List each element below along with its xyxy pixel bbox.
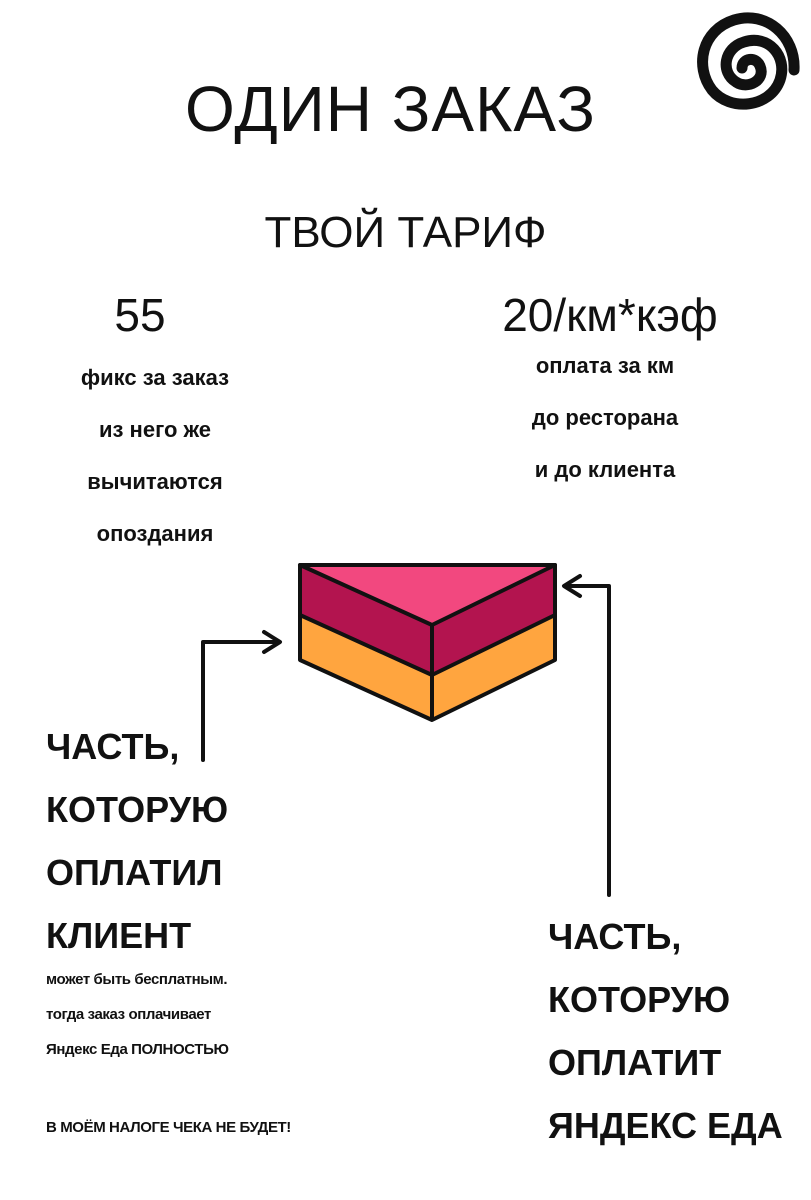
client-arrowhead: [262, 630, 282, 654]
client-note-line: может быть бесплатным.: [46, 971, 228, 988]
yandex-part-line: ЯНДЕКС ЕДА: [548, 1105, 783, 1146]
yandex-arrowhead: [562, 574, 582, 598]
client-part-label: ЧАСТЬ, КОТОРУЮ ОПЛАТИЛ КЛИЕНТ: [46, 715, 228, 967]
fixed-line: опоздания: [96, 521, 214, 546]
fixed-line: фикс за заказ: [80, 365, 230, 390]
fixed-description: фикс за заказ из него же вычитаются опоз…: [20, 352, 290, 560]
middle-layer-crimson: [298, 563, 557, 677]
per-km-line: оплата за км: [535, 353, 675, 378]
tariff-title: ТВОЙ ТАРИФ: [264, 208, 547, 257]
yandex-arrow: [564, 584, 611, 897]
yandex-part-line: ОПЛАТИТ: [548, 1042, 722, 1083]
client-note-line: Яндекс Еда ПОЛНОСТЬЮ: [46, 1041, 229, 1058]
tax-warning: В МОЁМ НАЛОГЕ ЧЕКА НЕ БУДЕТ!: [46, 1119, 291, 1136]
client-part-line: КОТОРУЮ: [46, 789, 229, 830]
client-part-notes: может быть бесплатным. тогда заказ оплач…: [46, 962, 229, 1067]
client-part-line: ЧАСТЬ,: [46, 726, 180, 767]
per-km-line: и до клиента: [534, 457, 676, 482]
yandex-part-line: ЧАСТЬ,: [548, 916, 682, 957]
per-km-line: до ресторана: [531, 405, 679, 430]
fixed-value: 55: [114, 289, 166, 341]
per-km-description: оплата за км до ресторана и до клиента: [470, 340, 740, 496]
page-title: ОДИН ЗАКАЗ: [185, 73, 596, 145]
client-part-line: КЛИЕНТ: [46, 915, 192, 956]
yandex-part-line: КОТОРУЮ: [548, 979, 731, 1020]
per-km-value: 20/км*кэф: [502, 289, 718, 341]
client-note-line: тогда заказ оплачивает: [46, 1006, 211, 1023]
client-part-line: ОПЛАТИЛ: [46, 852, 223, 893]
top-face-pink: [298, 563, 557, 627]
fixed-line: вычитаются: [87, 469, 223, 494]
bottom-layer-orange: [298, 613, 557, 722]
yandex-part-label: ЧАСТЬ, КОТОРУЮ ОПЛАТИТ ЯНДЕКС ЕДА: [548, 905, 783, 1157]
fixed-line: из него же: [98, 417, 212, 442]
